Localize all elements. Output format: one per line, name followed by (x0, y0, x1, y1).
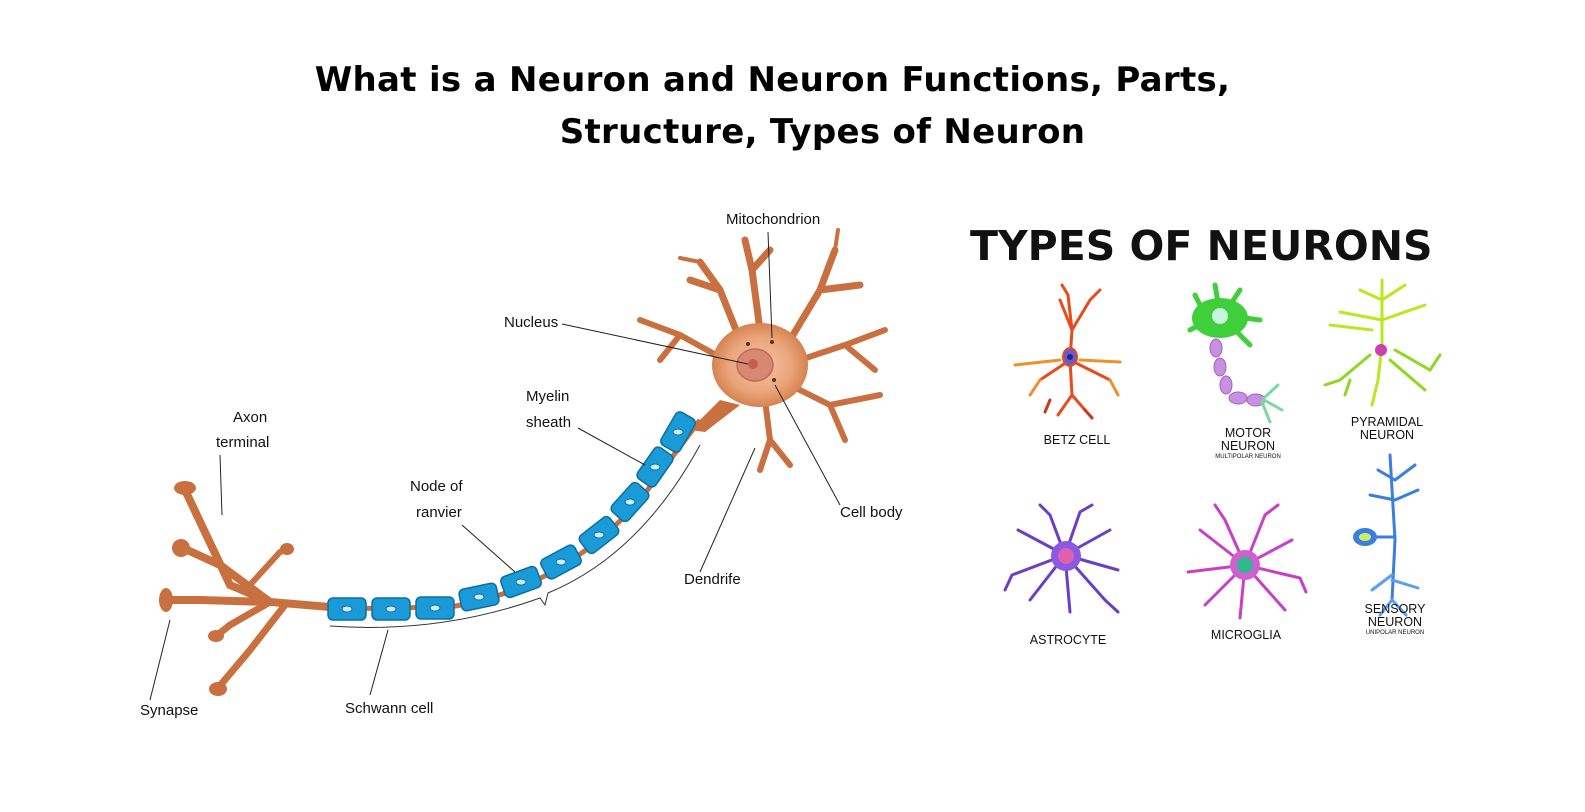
label-synapse: Synapse (140, 702, 199, 719)
label-axon-1: Axon (233, 409, 268, 426)
label-schwann-cell: Schwann cell (345, 700, 434, 717)
pyramidal-neuron-illustration (1323, 278, 1442, 407)
schwann-nuclei (341, 428, 684, 613)
caption-betz-cell: BETZ CELL (1043, 433, 1111, 447)
motor-neuron-illustration (1187, 282, 1284, 424)
label-mitochondrion: Mitochondrion (726, 211, 821, 228)
caption-astrocyte: ASTROCYTE (1029, 633, 1107, 647)
label-node-1: Node of (410, 478, 463, 495)
dendrites (637, 228, 888, 473)
mitochondrion (770, 340, 774, 344)
caption-motor-neuron: MOTOR NEURON MULTIPOLAR NEURON (1215, 426, 1281, 461)
page-title-line-1: What is a Neuron and Neuron Functions, P… (314, 60, 1231, 100)
types-heading: TYPES OF NEURONS (970, 222, 1433, 270)
nucleolus (748, 359, 758, 369)
caption-pyramidal-neuron: PYRAMIDAL NEURON (1350, 415, 1424, 442)
label-node-2: ranvier (416, 504, 462, 521)
astrocyte-illustration (1003, 503, 1120, 614)
label-dendrite: Dendrife (684, 571, 741, 588)
label-nucleus: Nucleus (504, 314, 559, 331)
page-title-line-2: Structure, Types of Neuron (559, 112, 1086, 152)
caption-sensory-neuron: SENSORY NEURON UNIPOLAR NEURON (1364, 602, 1426, 637)
label-cell-body: Cell body (840, 504, 903, 521)
label-myelin-2: sheath (526, 414, 572, 431)
leader-lines (149, 231, 841, 701)
label-myelin-1: Myelin (526, 388, 570, 405)
sensory-neuron-illustration (1368, 453, 1420, 617)
label-axon-2: terminal (216, 434, 270, 451)
microglia-illustration (1186, 503, 1308, 620)
schwann-bracket (329, 444, 701, 628)
caption-microglia: MICROGLIA (1210, 628, 1282, 642)
axon-terminal (164, 486, 334, 692)
synaptic-boutons (159, 481, 294, 696)
